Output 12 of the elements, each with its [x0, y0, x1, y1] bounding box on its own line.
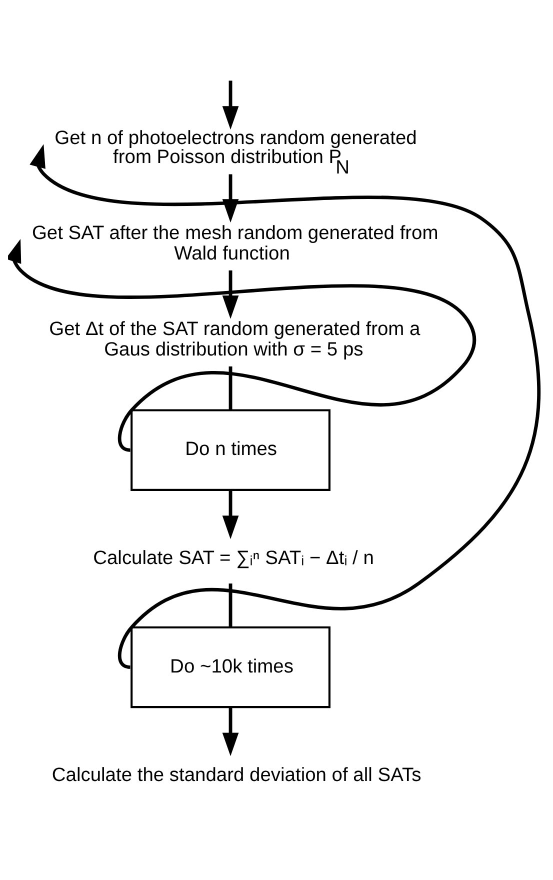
node-text: Get SAT after the mesh random generated from Wald function — [32, 222, 438, 264]
connector — [228, 584, 232, 628]
node-box: Do n times — [130, 409, 330, 491]
node-box: Do ~10k times — [130, 626, 330, 708]
arrow — [222, 490, 239, 540]
connector — [228, 366, 232, 410]
arrow — [222, 707, 239, 756]
node-text: Calculate SAT = ∑ᵢⁿ SATᵢ − Δtᵢ / n — [93, 548, 374, 569]
node-text: Get Δt of the SAT random generated from a Gaus distribution with σ = 5 ps — [49, 318, 420, 361]
node-text: Calculate the standard deviation of all SATs — [52, 764, 422, 786]
arrow — [222, 270, 239, 319]
arrow — [222, 80, 239, 130]
